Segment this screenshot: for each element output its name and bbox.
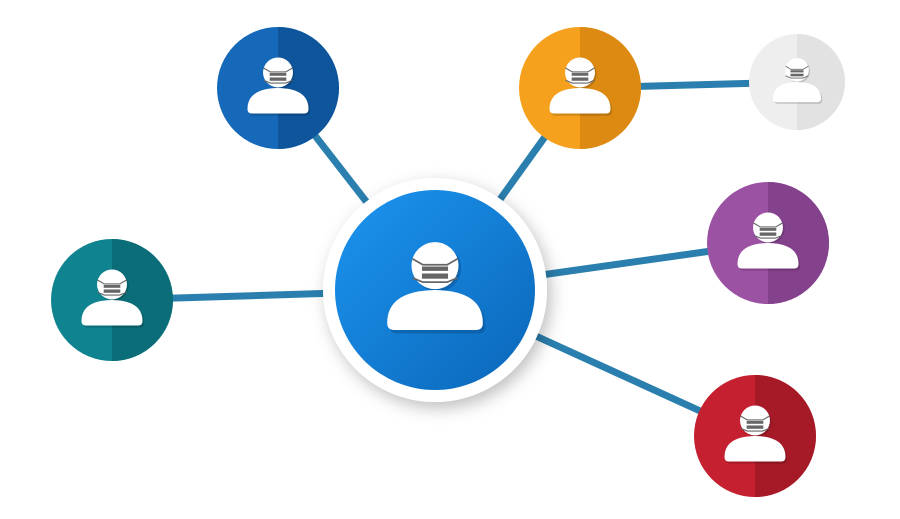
node-center <box>323 178 547 402</box>
nodes <box>51 27 845 497</box>
node-teal <box>51 239 173 361</box>
masked-user-icon <box>247 57 311 116</box>
masked-user-icon <box>773 58 823 104</box>
node-purple <box>707 182 829 304</box>
node-gray <box>749 34 845 130</box>
masked-user-icon <box>737 212 801 271</box>
node-blue <box>217 27 339 149</box>
masked-user-icon <box>81 269 145 328</box>
masked-user-icon <box>387 242 486 334</box>
masked-user-icon <box>724 405 788 464</box>
node-orange <box>519 27 641 149</box>
node-red <box>694 375 816 497</box>
masked-user-icon <box>549 57 613 116</box>
